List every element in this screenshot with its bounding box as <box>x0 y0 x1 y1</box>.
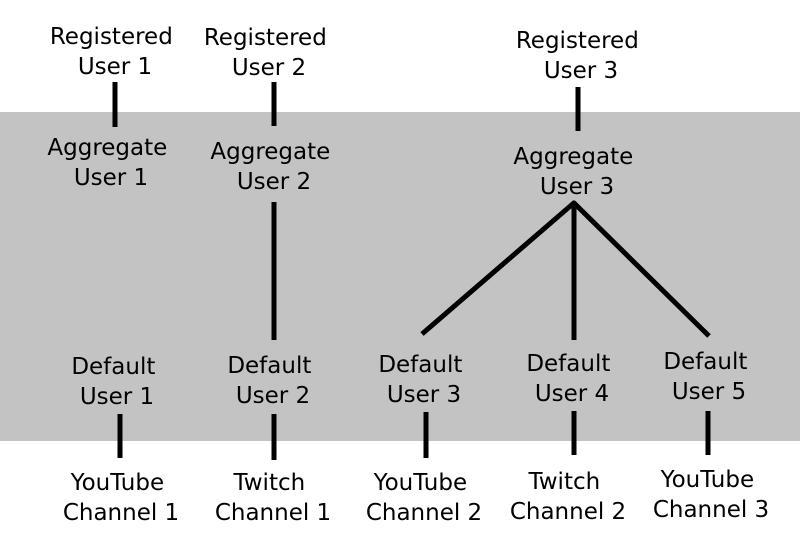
edge-aggregate3-default5 <box>571 200 711 338</box>
node-registered-user-1: Registered User 1 <box>50 24 180 80</box>
edge-aggregate3-default3 <box>420 200 577 336</box>
node-twitch-channel-2: Twitch Channel 2 <box>510 469 626 525</box>
node-registered-user-2: Registered User 2 <box>204 25 334 81</box>
node-registered-user-3: Registered User 3 <box>516 28 646 84</box>
node-default-user-1: Default User 1 <box>71 354 162 410</box>
node-default-user-5: Default User 5 <box>663 349 754 405</box>
node-youtube-channel-3: YouTube Channel 3 <box>653 467 769 523</box>
node-youtube-channel-1: YouTube Channel 1 <box>63 470 179 526</box>
node-aggregate-user-1: Aggregate User 1 <box>47 135 174 191</box>
node-aggregate-user-2: Aggregate User 2 <box>210 139 337 195</box>
node-default-user-4: Default User 4 <box>526 351 617 407</box>
node-youtube-channel-2: YouTube Channel 2 <box>366 470 482 526</box>
node-aggregate-user-3: Aggregate User 3 <box>513 144 640 200</box>
node-default-user-2: Default User 2 <box>227 353 318 409</box>
node-twitch-channel-1: Twitch Channel 1 <box>215 470 331 526</box>
aggregate-default-band <box>0 112 800 441</box>
node-default-user-3: Default User 3 <box>378 352 469 408</box>
